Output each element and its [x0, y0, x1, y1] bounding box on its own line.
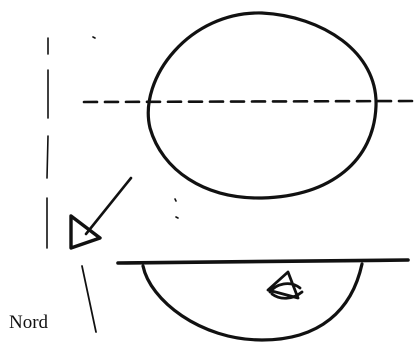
north-indicator-line [82, 266, 96, 332]
dashed-horizontal-line [84, 101, 414, 102]
left-reference-line [47, 38, 48, 248]
upper-circle [148, 13, 376, 198]
horizontal-baseline [118, 260, 408, 263]
stray-mark-middle [175, 199, 178, 218]
north-label: Nord [9, 312, 49, 333]
scribble-symbol [268, 272, 302, 298]
direction-arrow [86, 178, 131, 234]
stray-mark-top [93, 37, 95, 38]
lower-semicircle [143, 264, 362, 340]
